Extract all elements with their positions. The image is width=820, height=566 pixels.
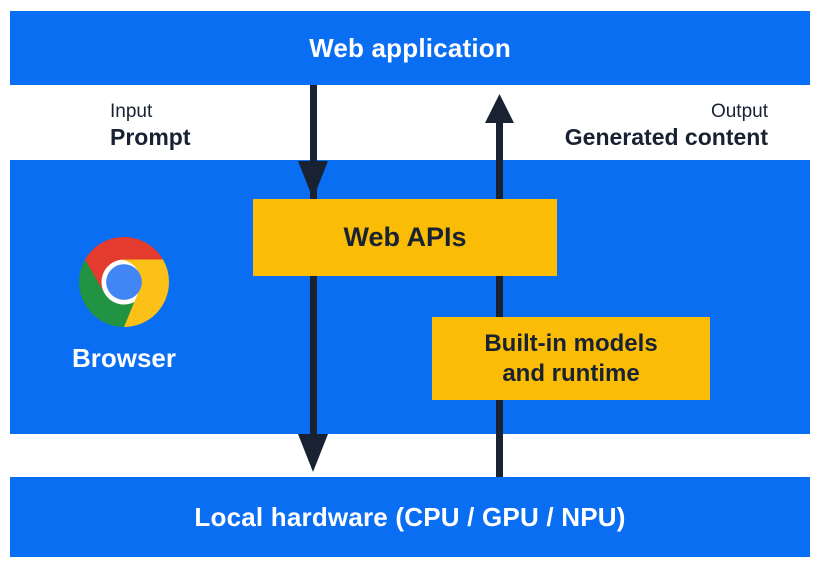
web-apis-label: Web APIs [343,222,467,252]
up-arrowhead-icon [485,94,514,123]
web-apis-box: Web APIs [253,199,557,276]
local-hardware-bar: Local hardware (CPU / GPU / NPU) [10,477,810,557]
local-hardware-label: Local hardware (CPU / GPU / NPU) [194,501,626,532]
builtin-models-label-line1: Built-in models [484,329,658,357]
input-label-group: Input Prompt [110,100,191,151]
chrome-browser-icon [79,237,169,327]
output-label-group: Output Generated content [565,100,768,151]
input-title: Input [110,101,153,122]
output-value-generated-content: Generated content [564,124,768,150]
down-arrowhead-icon [298,434,328,472]
upward-arrow-line [496,123,503,477]
input-value-prompt: Prompt [110,124,191,150]
builtin-models-label-line2: and runtime [502,359,640,387]
web-application-label: Web application [309,32,511,63]
output-title: Output [710,101,768,122]
browser-label: Browser [71,343,177,373]
web-application-bar: Web application [10,11,810,85]
builtin-models-box: Built-in models and runtime [432,317,710,400]
